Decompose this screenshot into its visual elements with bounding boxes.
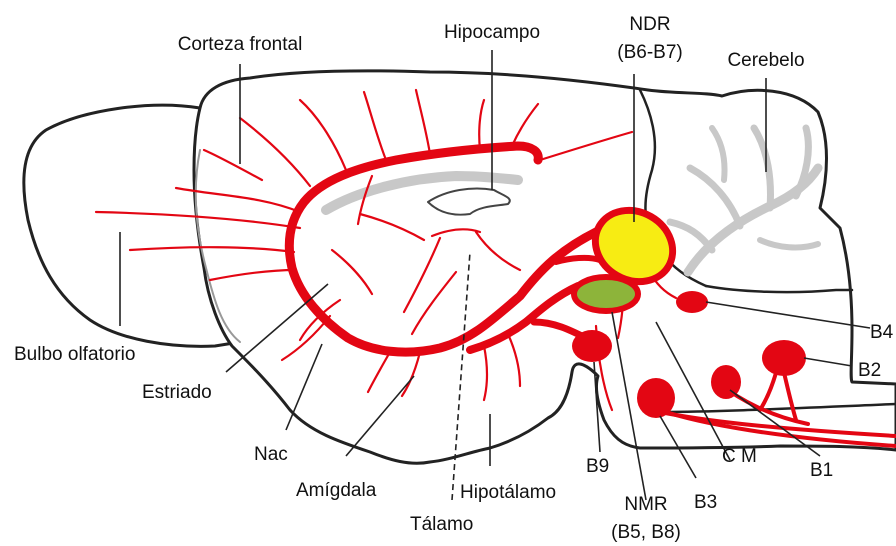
label-nmr-sub: (B5, B8) [611, 522, 681, 543]
label-cerebelo: Cerebelo [727, 50, 804, 71]
b9-nucleus [572, 330, 612, 362]
label-ndr: NDR [629, 14, 670, 35]
nmr-nucleus [574, 277, 638, 311]
label-hipotalamo: Hipotálamo [460, 482, 556, 503]
label-b4: B4 [870, 322, 894, 343]
label-nmr: NMR [624, 494, 667, 515]
label-cm: C M [722, 446, 757, 467]
label-estriado: Estriado [142, 382, 212, 403]
label-b9: B9 [586, 456, 609, 477]
b4-nucleus [676, 291, 708, 313]
label-corteza-frontal: Corteza frontal [178, 34, 303, 55]
b2-nucleus [762, 340, 806, 376]
label-nac: Nac [254, 444, 288, 465]
label-b1: B1 [810, 460, 833, 481]
label-talamo: Tálamo [410, 514, 473, 535]
b3-nucleus [637, 378, 675, 418]
label-b3: B3 [694, 492, 717, 513]
label-bulbo-olfatorio: Bulbo olfatorio [14, 344, 135, 365]
label-hipocampo: Hipocampo [444, 22, 540, 43]
label-ndr-sub: (B6-B7) [617, 42, 682, 63]
label-b2: B2 [858, 360, 881, 381]
label-amigdala: Amígdala [296, 480, 377, 501]
